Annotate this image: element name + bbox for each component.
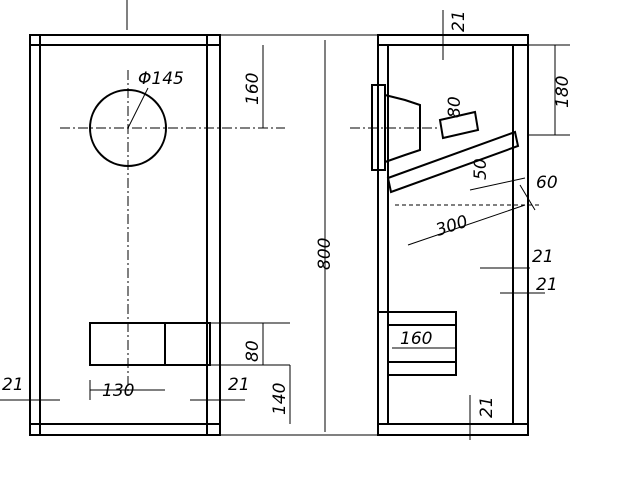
board-gap-label: 50 (471, 158, 491, 180)
board-offset-label: 60 (536, 173, 558, 193)
board-length-label: 300 (433, 212, 470, 241)
side-port (378, 311, 457, 376)
side-view: 80 180 21 50 60 300 21 21 160 21 (350, 10, 573, 440)
inner-thickness-a-label: 21 (532, 247, 554, 267)
front-view: Φ145 160 80 140 130 21 21 (0, 34, 291, 436)
front-outline (29, 34, 221, 436)
inner-thickness-b-label: 21 (536, 275, 558, 295)
port-offset-label: 140 (270, 383, 290, 415)
top-thickness-label: 21 (449, 10, 469, 32)
baffle-offset-label: 180 (553, 76, 573, 108)
tweeter-height-label: 80 (445, 96, 465, 118)
dim-60 (519, 184, 536, 211)
driver-offset-label: 160 (243, 73, 263, 105)
port-height-label: 80 (243, 340, 263, 362)
driver-diameter-label: Φ145 (138, 69, 184, 89)
tweeter-block (438, 110, 480, 140)
right-thickness-label: 21 (228, 375, 250, 395)
diameter-leader (127, 87, 149, 129)
height-label: 800 (315, 238, 335, 270)
port (89, 322, 211, 366)
port-width-label: 130 (102, 381, 134, 401)
driver-profile (371, 84, 421, 171)
side-outline (377, 34, 529, 436)
dim-50 (469, 177, 526, 191)
bottom-thickness-label: 21 (477, 396, 497, 418)
port-depth-label: 160 (400, 329, 432, 349)
slanted-board (386, 130, 520, 194)
dim-300 (407, 204, 526, 246)
left-thickness-label: 21 (2, 375, 24, 395)
